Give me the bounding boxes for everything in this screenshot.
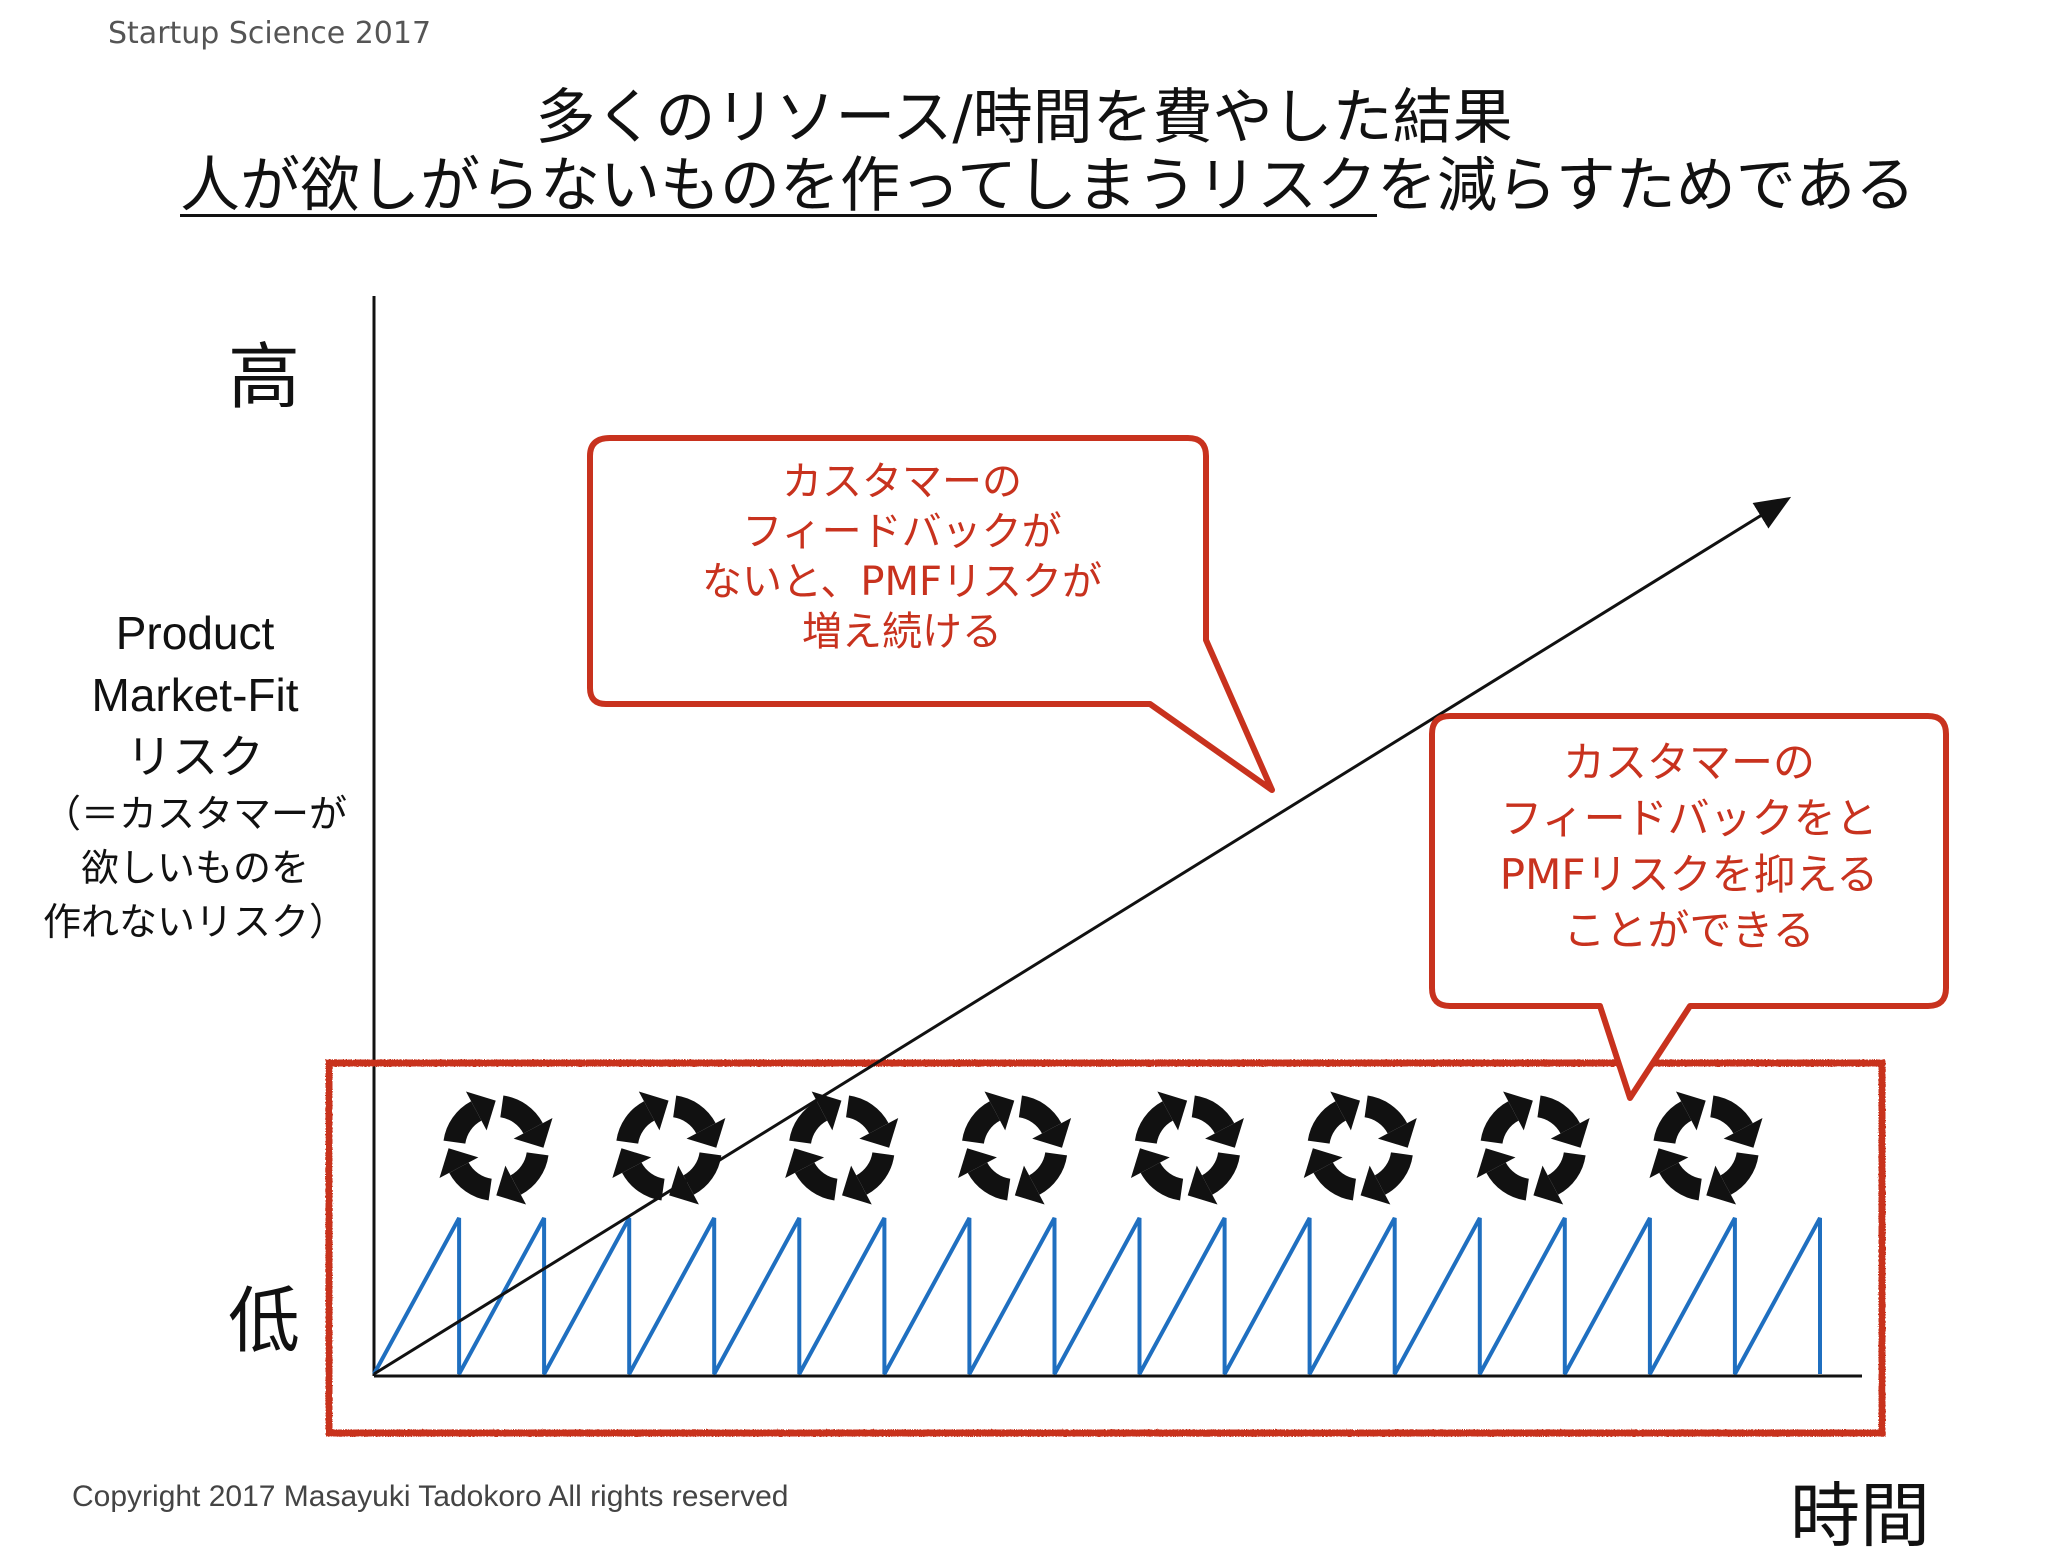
callout2-line: ことができる — [1563, 906, 1815, 955]
cycle-arrows-icon — [958, 1091, 1072, 1205]
y-axis-title: Product Market-Fit リスク （＝カスタマーが 欲しいものを 作… — [10, 602, 380, 950]
cycle-icons-row — [439, 1091, 1763, 1205]
y-title-line: Product — [115, 607, 275, 659]
title-line-2: 人が欲しがらないものを作ってしまうリスクを減らすためである — [180, 148, 1915, 224]
callout2-line: PMFリスクを抑える — [1499, 850, 1879, 899]
cycle-arrows-icon — [439, 1091, 553, 1205]
y-axis-high-label: 高 — [228, 335, 301, 419]
title-line-1: 多くのリソース/時間を費やした結果 — [535, 83, 1513, 153]
callout-with-feedback-bubble — [1429, 713, 1949, 1101]
cycle-arrows-icon — [785, 1091, 899, 1205]
feedback-zone-box — [325, 1059, 1886, 1437]
title-rest-phrase: を減らすためである — [1377, 151, 1916, 221]
callout1-line: カスタマーの — [782, 459, 1022, 505]
callout1-line: 増え続ける — [802, 609, 1002, 655]
sawtooth-path — [372, 1217, 1822, 1375]
cycle-arrows-icon — [612, 1091, 726, 1205]
title-underlined-phrase: 人が欲しがらないものを作ってしまうリスク — [180, 151, 1377, 221]
copyright-footer: Copyright 2017 Masayuki Tadokoro All rig… — [72, 1480, 789, 1513]
callout1-line: ないと、PMFリスクが — [701, 559, 1103, 605]
callout2-line: フィードバックをと — [1500, 794, 1878, 843]
y-title-line: （＝カスタマーが — [42, 794, 347, 836]
sawtooth-risk-line — [372, 1217, 1822, 1375]
y-title-line: リスク — [126, 731, 264, 783]
cycle-arrows-icon — [1649, 1091, 1763, 1205]
y-title-line: 欲しいものを — [80, 848, 309, 890]
callout2-line: カスタマーの — [1562, 738, 1815, 787]
rising-risk-line — [373, 496, 1792, 1376]
callout-no-feedback-text: カスタマーの フィードバックが ないと、PMFリスクが 増え続ける — [596, 457, 1208, 657]
y-axis-low-label: 低 — [228, 1279, 301, 1363]
x-axis-label: 時間 — [1790, 1475, 1930, 1557]
y-title-line: Market-Fit — [91, 669, 299, 721]
callout-no-feedback-bubble — [587, 435, 1275, 793]
cycle-arrows-icon — [1303, 1091, 1417, 1205]
brand-label: Startup Science 2017 — [108, 16, 432, 51]
cycle-arrows-icon — [1130, 1091, 1244, 1205]
callout1-line: フィードバックが — [742, 509, 1062, 555]
callout-with-feedback-text: カスタマーの フィードバックをと PMFリスクを抑える ことができる — [1436, 735, 1942, 959]
cycle-arrows-icon — [1476, 1091, 1590, 1205]
y-title-line: 作れないリスク） — [42, 902, 347, 944]
